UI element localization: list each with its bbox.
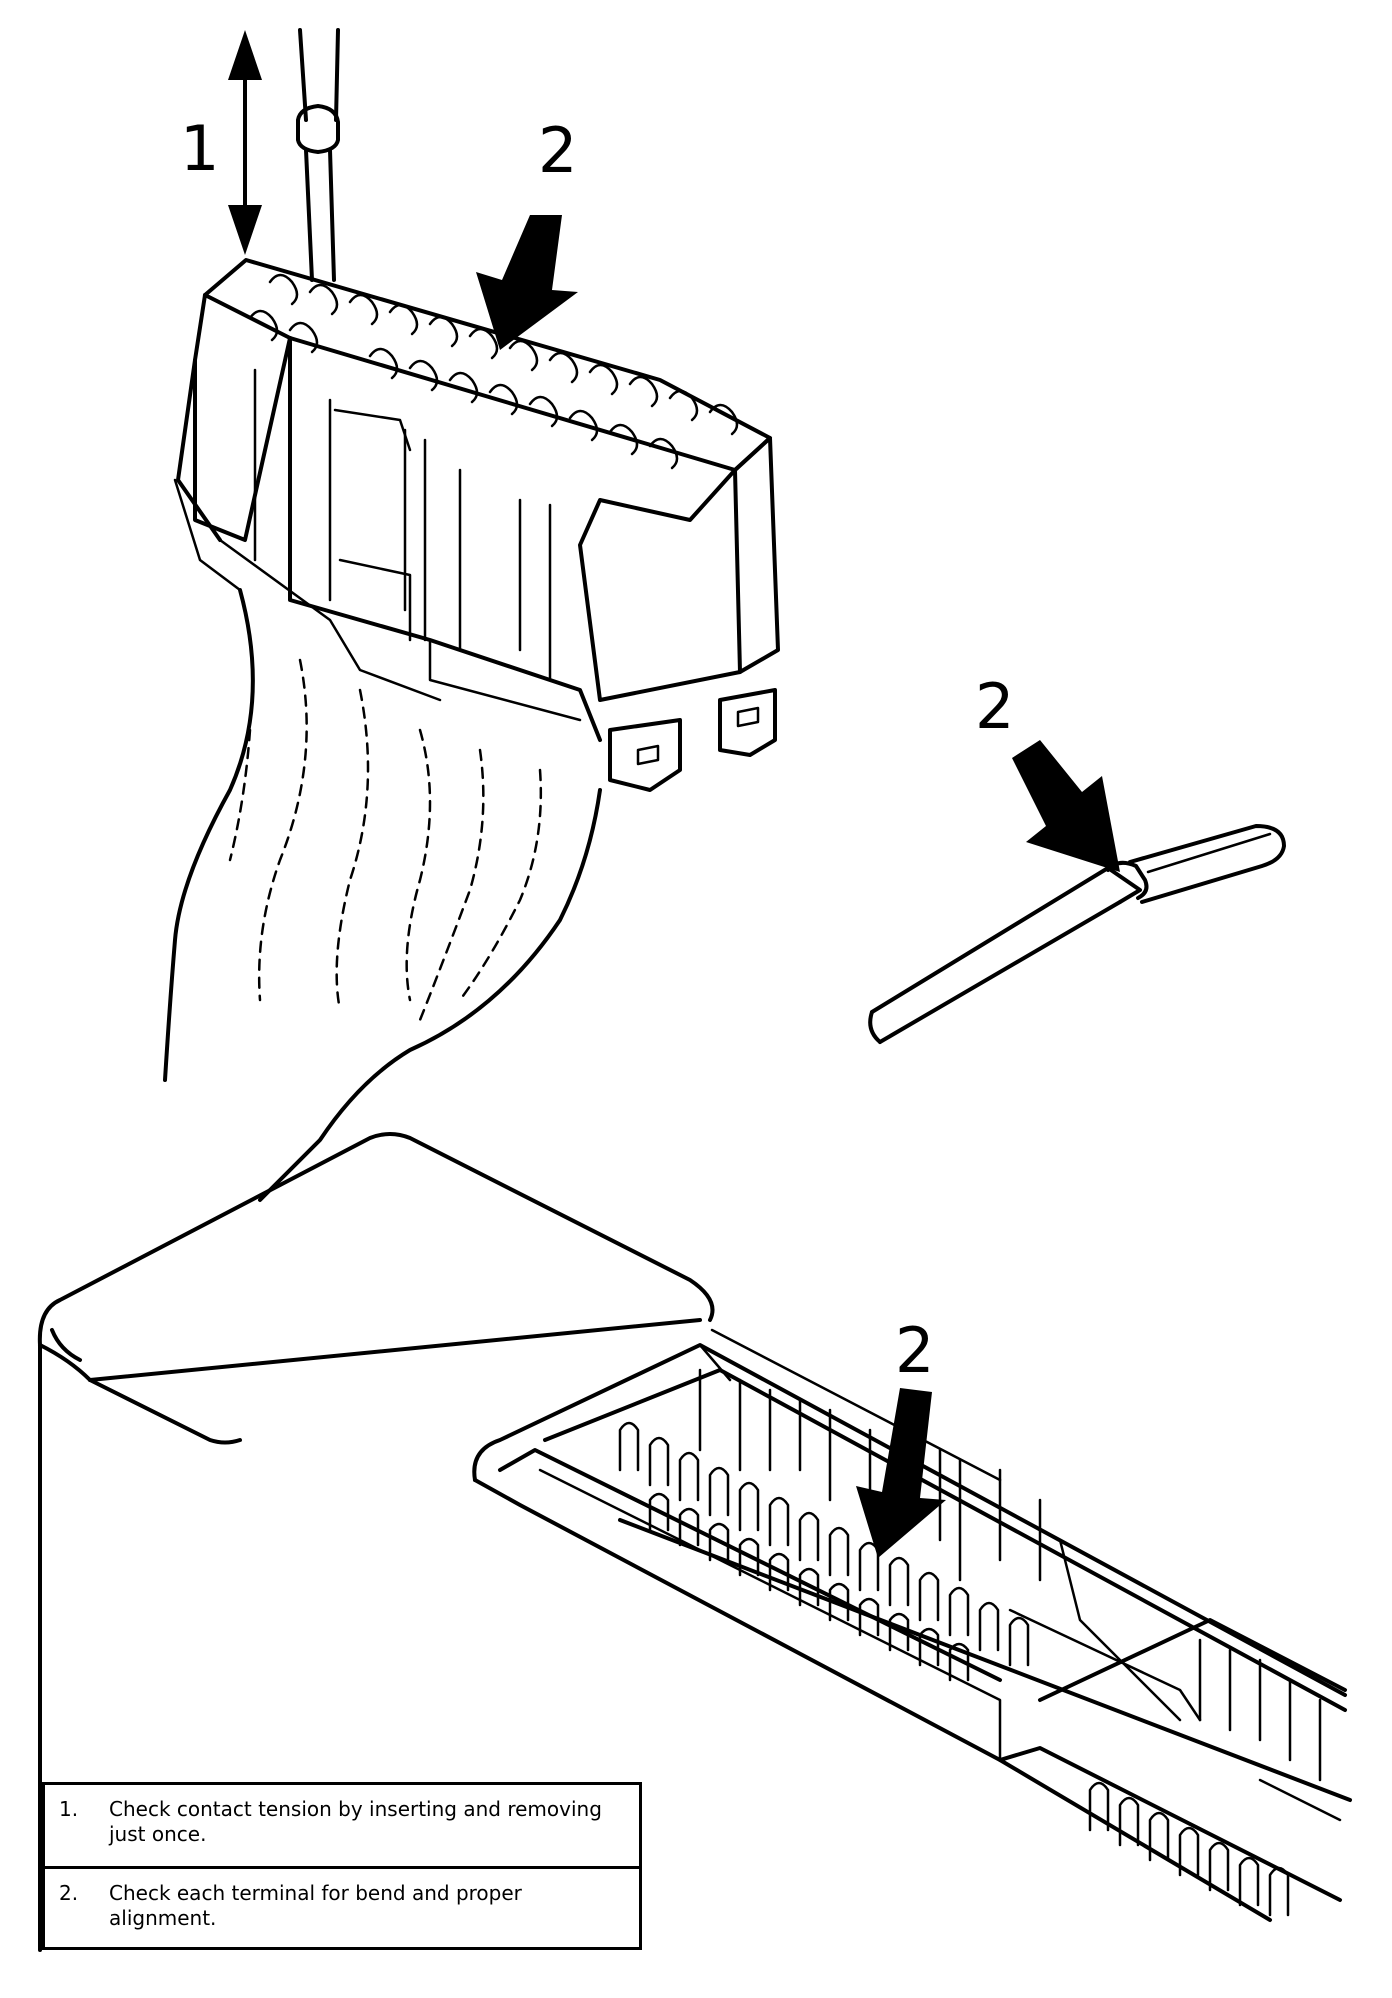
terminal-pin-arrow bbox=[1012, 740, 1120, 872]
callout-2-socket: 2 bbox=[895, 1314, 934, 1387]
legend-row: 2. Check each terminal for bend and prop… bbox=[45, 1866, 639, 1947]
callout-1: 1 bbox=[180, 112, 219, 185]
legend-number: 1. bbox=[59, 1797, 79, 1821]
legend-table: 1. Check contact tension by inserting an… bbox=[42, 1782, 642, 1950]
legend-text: Check each terminal for bend and proper … bbox=[109, 1881, 522, 1930]
wiring-connector bbox=[163, 28, 780, 1202]
callout-2-terminal: 2 bbox=[975, 670, 1014, 743]
connector-terminal-arrow bbox=[476, 215, 578, 350]
legend-row: 1. Check contact tension by inserting an… bbox=[45, 1785, 639, 1866]
socket-terminal-arrow bbox=[856, 1388, 946, 1558]
terminal-pin bbox=[868, 824, 1286, 1044]
callout-2-connector: 2 bbox=[538, 114, 577, 187]
control-unit bbox=[37, 1132, 1352, 1952]
insert-remove-arrow bbox=[228, 30, 262, 255]
legend-number: 2. bbox=[59, 1881, 79, 1905]
legend-text: Check contact tension by inserting and r… bbox=[109, 1797, 602, 1846]
